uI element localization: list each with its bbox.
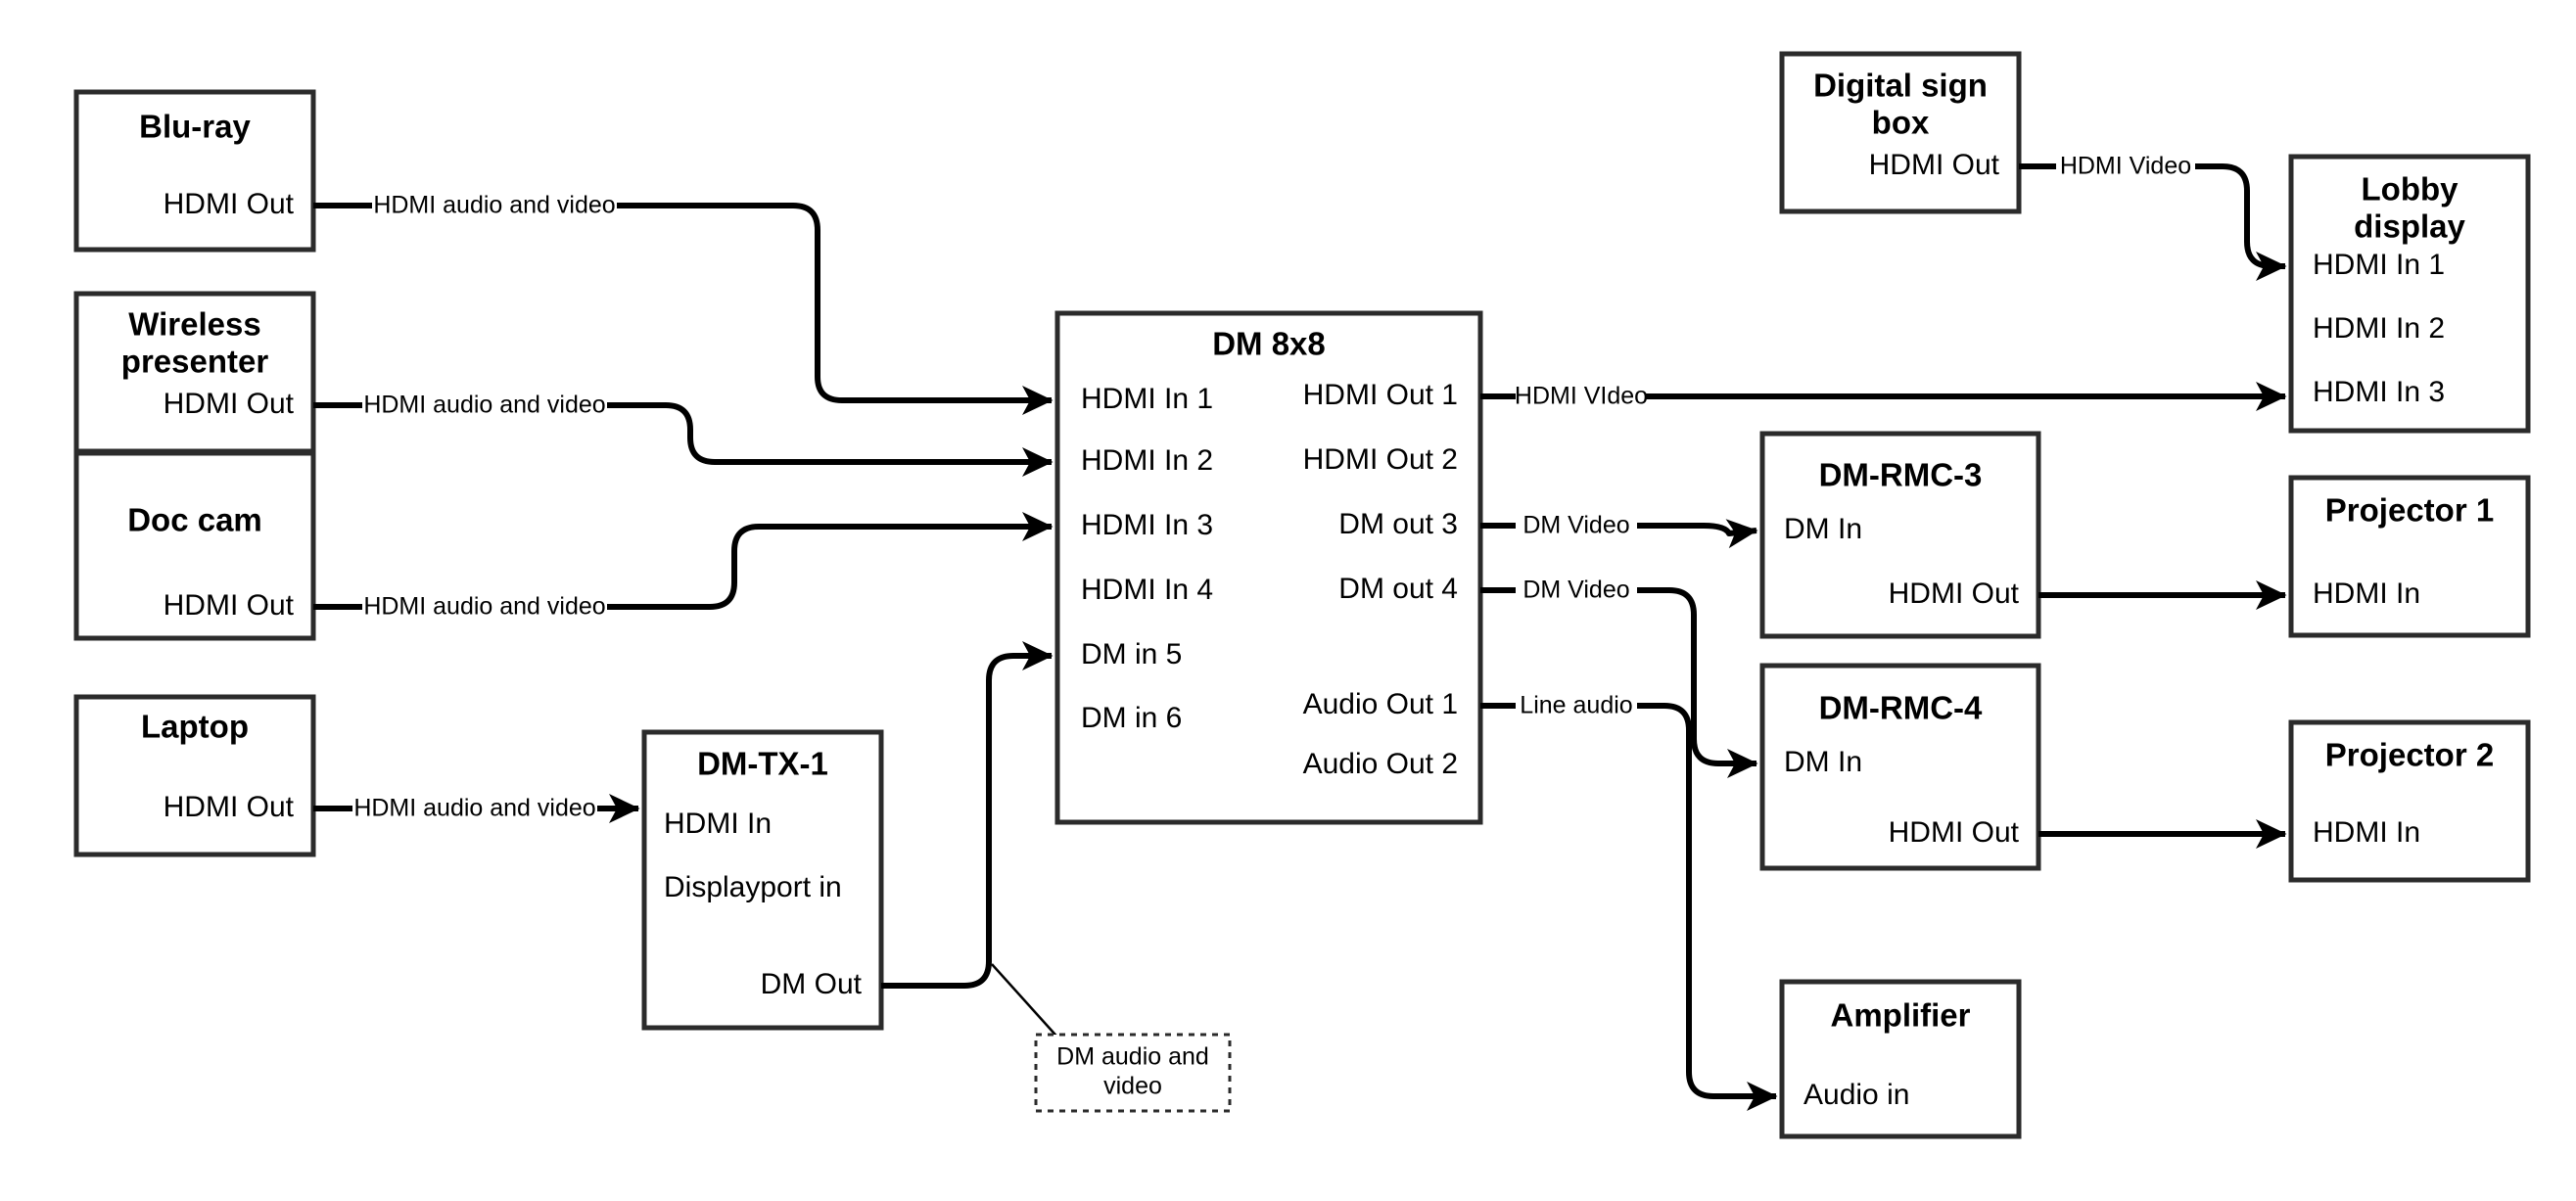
node-bluray[interactable]: Blu-ray HDMI Out bbox=[73, 89, 316, 253]
link-wireless-to-dm8x8-hdmi-in-2 bbox=[607, 402, 1054, 477]
node-wireless-presenter-port-hdmi-out: HDMI Out bbox=[164, 388, 295, 420]
node-amplifier-box bbox=[1779, 979, 2022, 1139]
note-dm-audio-and-video: DM audio and video bbox=[1034, 1033, 1232, 1113]
node-dm-8x8-output-audio-out-2: Audio Out 2 bbox=[1303, 748, 1458, 780]
node-dm-rmc-3-port-dm-in: DM In bbox=[1784, 513, 1862, 545]
leader-dm-audio-video-note bbox=[991, 963, 1063, 1043]
edge-label-bluray: HDMI audio and video bbox=[373, 192, 615, 219]
node-digital-sign-box[interactable]: Digital sign box HDMI Out bbox=[1779, 51, 2022, 214]
node-dm-rmc-4[interactable]: DM-RMC-4 DM In HDMI Out bbox=[1759, 663, 2041, 871]
edge-label-wireless: HDMI audio and video bbox=[363, 392, 605, 419]
node-digital-sign-box-title-line1: Digital sign bbox=[1813, 68, 1988, 104]
node-laptop-title: Laptop bbox=[141, 709, 249, 745]
link-doccam-to-dm8x8-hdmi-in-3 bbox=[607, 512, 1054, 610]
node-dm-rmc-3-port-hdmi-out: HDMI Out bbox=[1889, 577, 2020, 610]
node-doc-cam[interactable]: Doc cam HDMI Out bbox=[73, 450, 316, 641]
node-laptop[interactable]: Laptop HDMI Out bbox=[73, 694, 316, 857]
node-wireless-presenter-title-line2: presenter bbox=[121, 344, 269, 380]
node-digital-sign-box-box bbox=[1779, 51, 2022, 214]
node-wireless-presenter-title-line1: Wireless bbox=[128, 306, 260, 343]
node-dm-8x8-input-dm-in-5: DM in 5 bbox=[1081, 638, 1182, 670]
link-dm-out-3-to-dmrmc3 bbox=[1637, 519, 1758, 549]
node-digital-sign-box-title-line2: box bbox=[1872, 105, 1930, 141]
node-dm-rmc-3[interactable]: DM-RMC-3 DM In HDMI Out bbox=[1759, 431, 2041, 639]
node-dm-rmc-4-port-hdmi-out: HDMI Out bbox=[1889, 816, 2020, 849]
node-wireless-presenter-box bbox=[73, 291, 316, 454]
node-projector-2[interactable]: Projector 2 HDMI In bbox=[2288, 719, 2531, 883]
node-dm-rmc-4-port-dm-in: DM In bbox=[1784, 746, 1862, 778]
node-dm-rmc-4-title: DM-RMC-4 bbox=[1819, 690, 1983, 726]
node-doc-cam-box bbox=[73, 450, 316, 641]
node-dm-8x8-input-dm-in-6: DM in 6 bbox=[1081, 702, 1182, 734]
node-lobby-display-title-line1: Lobby bbox=[2362, 171, 2459, 208]
node-lobby-display-box bbox=[2288, 154, 2531, 434]
node-projector-2-title: Projector 2 bbox=[2325, 737, 2494, 773]
node-dm-8x8-input-hdmi-in-4: HDMI In 4 bbox=[1081, 574, 1213, 606]
note-dm-audio-and-video-line2: video bbox=[1103, 1073, 1162, 1100]
node-dm-8x8-input-hdmi-in-2: HDMI In 2 bbox=[1081, 444, 1213, 477]
node-projector-2-box bbox=[2288, 719, 2531, 883]
node-dm-8x8-box bbox=[1054, 310, 1483, 825]
node-dm-8x8-output-hdmi-out-1: HDMI Out 1 bbox=[1303, 379, 1458, 411]
node-dm-8x8-output-dm-out-4: DM out 4 bbox=[1338, 573, 1458, 605]
node-laptop-box bbox=[73, 694, 316, 857]
node-lobby-display-input-hdmi-in-2: HDMI In 2 bbox=[2313, 312, 2445, 345]
edge-label-dm-out-3: DM Video bbox=[1522, 512, 1629, 539]
edge-label-hdmi-out-1: HDMI VIdeo bbox=[1515, 383, 1648, 410]
node-dm-tx-1-title: DM-TX-1 bbox=[697, 746, 828, 782]
node-dm-tx-1[interactable]: DM-TX-1 HDMI In Displayport in DM Out bbox=[641, 729, 884, 1031]
node-dm-tx-1-port-hdmi-in: HDMI In bbox=[664, 808, 772, 840]
edge-label-doccam: HDMI audio and video bbox=[363, 593, 605, 621]
node-lobby-display-title-line2: display bbox=[2354, 208, 2465, 245]
node-dm-tx-1-box bbox=[641, 729, 884, 1031]
node-digital-sign-box-port-hdmi-out: HDMI Out bbox=[1869, 149, 2000, 181]
node-projector-1[interactable]: Projector 1 HDMI In bbox=[2288, 475, 2531, 638]
node-bluray-port-hdmi-out: HDMI Out bbox=[164, 188, 295, 220]
node-amplifier[interactable]: Amplifier Audio in bbox=[1779, 979, 2022, 1139]
link-bluray-to-dm8x8-hdmi-in-1-main bbox=[617, 203, 1054, 415]
node-lobby-display[interactable]: Lobby display HDMI In 1 HDMI In 2 HDMI I… bbox=[2288, 154, 2531, 434]
link-audio-out-1-to-amplifier bbox=[1637, 703, 1778, 1111]
node-amplifier-title: Amplifier bbox=[1830, 997, 1970, 1034]
node-amplifier-port-audio-in: Audio in bbox=[1803, 1079, 1909, 1111]
node-dm-tx-1-port-displayport-in: Displayport in bbox=[664, 871, 842, 903]
node-projector-2-port-hdmi-in: HDMI In bbox=[2313, 816, 2420, 849]
node-projector-1-title: Projector 1 bbox=[2325, 492, 2494, 529]
node-lobby-display-input-hdmi-in-3: HDMI In 3 bbox=[2313, 376, 2445, 408]
link-sign-to-lobby-hdmi-in-1 bbox=[2195, 163, 2287, 281]
node-dm-8x8-title: DM 8x8 bbox=[1212, 326, 1326, 362]
node-wireless-presenter[interactable]: Wireless presenter HDMI Out bbox=[73, 291, 316, 454]
node-projector-1-port-hdmi-in: HDMI In bbox=[2313, 577, 2420, 610]
node-bluray-box bbox=[73, 89, 316, 253]
note-dm-audio-and-video-line1: DM audio and bbox=[1056, 1043, 1209, 1071]
node-dm-rmc-3-box bbox=[1759, 431, 2041, 639]
node-dm-8x8[interactable]: DM 8x8 HDMI In 1 HDMI In 2 HDMI In 3 HDM… bbox=[1054, 310, 1483, 825]
node-dm-8x8-input-hdmi-in-3: HDMI In 3 bbox=[1081, 509, 1213, 541]
node-dm-tx-1-port-dm-out: DM Out bbox=[761, 968, 863, 1000]
node-bluray-title: Blu-ray bbox=[139, 109, 251, 145]
node-dm-8x8-output-dm-out-3: DM out 3 bbox=[1338, 508, 1458, 540]
node-dm-8x8-output-hdmi-out-2: HDMI Out 2 bbox=[1303, 443, 1458, 476]
note-dm-audio-and-video-box bbox=[1034, 1033, 1232, 1113]
edge-label-sign-to-lobby: HDMI Video bbox=[2060, 153, 2191, 180]
link-dm-out-4-to-dmrmc4 bbox=[1637, 587, 1758, 778]
node-lobby-display-input-hdmi-in-1: HDMI In 1 bbox=[2313, 249, 2445, 281]
edge-label-audio-out-1: Line audio bbox=[1520, 692, 1632, 719]
node-dm-rmc-4-box bbox=[1759, 663, 2041, 871]
node-dm-rmc-3-title: DM-RMC-3 bbox=[1819, 457, 1983, 493]
node-dm-8x8-input-hdmi-in-1: HDMI In 1 bbox=[1081, 383, 1213, 415]
node-doc-cam-title: Doc cam bbox=[127, 502, 262, 538]
edge-label-dm-out-4: DM Video bbox=[1522, 577, 1629, 604]
node-dm-8x8-output-audio-out-1: Audio Out 1 bbox=[1303, 688, 1458, 720]
edge-label-laptop: HDMI audio and video bbox=[353, 795, 595, 822]
node-laptop-port-hdmi-out: HDMI Out bbox=[164, 791, 295, 823]
node-doc-cam-port-hdmi-out: HDMI Out bbox=[164, 589, 295, 622]
link-dmtx1-to-dm8x8-dm-in-5 bbox=[881, 641, 1054, 989]
node-projector-1-box bbox=[2288, 475, 2531, 638]
